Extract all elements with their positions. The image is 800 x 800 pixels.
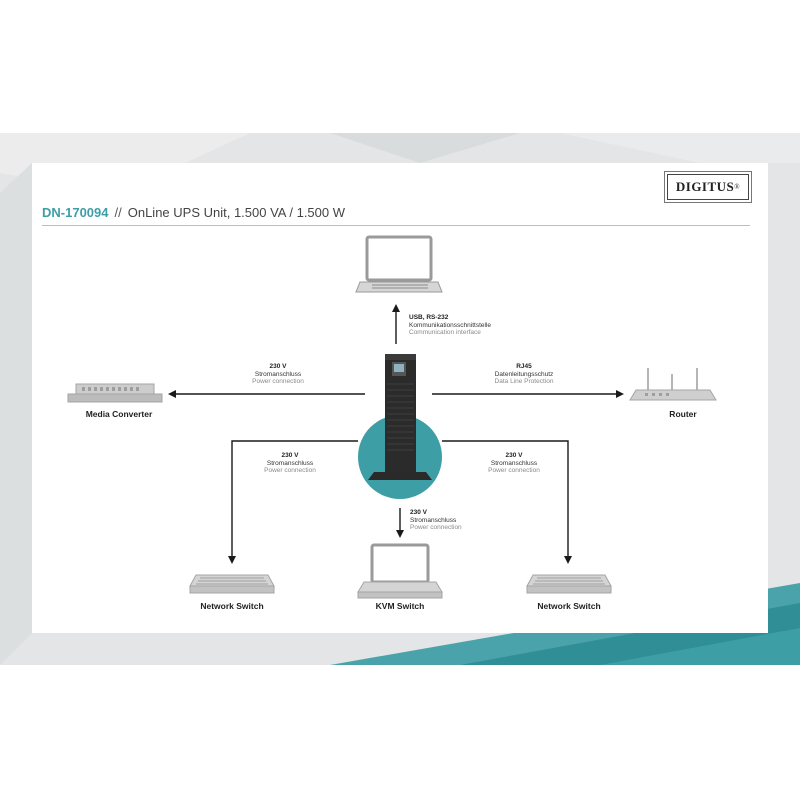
router-icon (629, 368, 717, 401)
label-line-2: Stromanschluss (254, 370, 302, 378)
label-line-1: RJ45 (516, 363, 532, 370)
label-line-3: Power connection (488, 467, 540, 475)
media-converter-icon (67, 383, 163, 403)
label-line-2: Stromanschluss (490, 459, 538, 467)
connection-label-right: RJ45 Datenleitungsschutz Data Line Prote… (484, 363, 564, 386)
label-line-3: Power connection (264, 467, 316, 475)
title-separator: // (114, 205, 122, 220)
label-line-3: Power connection (252, 378, 304, 386)
label-line-3: Data Line Protection (494, 378, 554, 386)
page-title: DN-170094 // OnLine UPS Unit, 1.500 VA / 1… (42, 205, 345, 220)
label-line-1: 230 V (505, 452, 523, 459)
label-line-1: USB, RS-232 (409, 314, 449, 321)
label-line-2: Stromanschluss (410, 516, 457, 524)
connection-label-left: 230 V Stromanschluss Power connection (238, 363, 318, 386)
product-code: DN-170094 (42, 205, 109, 220)
label-line-2: Kommunikationsschnittstelle (409, 321, 492, 329)
network-switch-right-icon (526, 574, 612, 594)
laptop-icon (355, 235, 443, 293)
label-line-1: 230 V (281, 452, 299, 459)
device-label-kvm-switch: KVM Switch (375, 601, 425, 611)
device-label-network-switch-right: Network Switch (537, 601, 601, 611)
digitus-logo: DIGITUS® (667, 174, 749, 200)
arrow-to-network-switch-right (442, 440, 572, 564)
connection-label-bottom: 230 V Stromanschluss Power connection (410, 509, 462, 532)
label-line-2: Stromanschluss (266, 459, 314, 467)
network-switch-left-icon (189, 574, 275, 594)
device-label-router: Router (669, 409, 697, 419)
kvm-switch-icon (357, 543, 443, 599)
ups-unit-icon (358, 354, 442, 499)
arrow-to-network-switch-left (228, 440, 358, 564)
logo-mark: ® (734, 183, 741, 191)
connection-label-bottom-right: 230 V Stromanschluss Power connection (474, 452, 554, 475)
label-line-1: 230 V (269, 363, 287, 370)
logo-frame (664, 171, 752, 203)
label-line-2: Datenleitungsschutz (494, 370, 554, 378)
logo-text: DIGITUS (675, 179, 735, 194)
title-divider (42, 225, 750, 226)
label-line-3: Power connection (410, 524, 462, 532)
label-line-3: Communication interface (409, 329, 481, 337)
connection-label-bottom-left: 230 V Stromanschluss Power connection (250, 452, 330, 475)
connection-label-top: USB, RS-232 Kommunikationsschnittstelle … (409, 314, 491, 337)
product-title: OnLine UPS Unit, 1.500 VA / 1.500 W (127, 205, 346, 220)
label-line-1: 230 V (410, 509, 427, 516)
device-label-media-converter: Media Converter (85, 409, 153, 419)
device-label-network-switch-left: Network Switch (200, 601, 264, 611)
